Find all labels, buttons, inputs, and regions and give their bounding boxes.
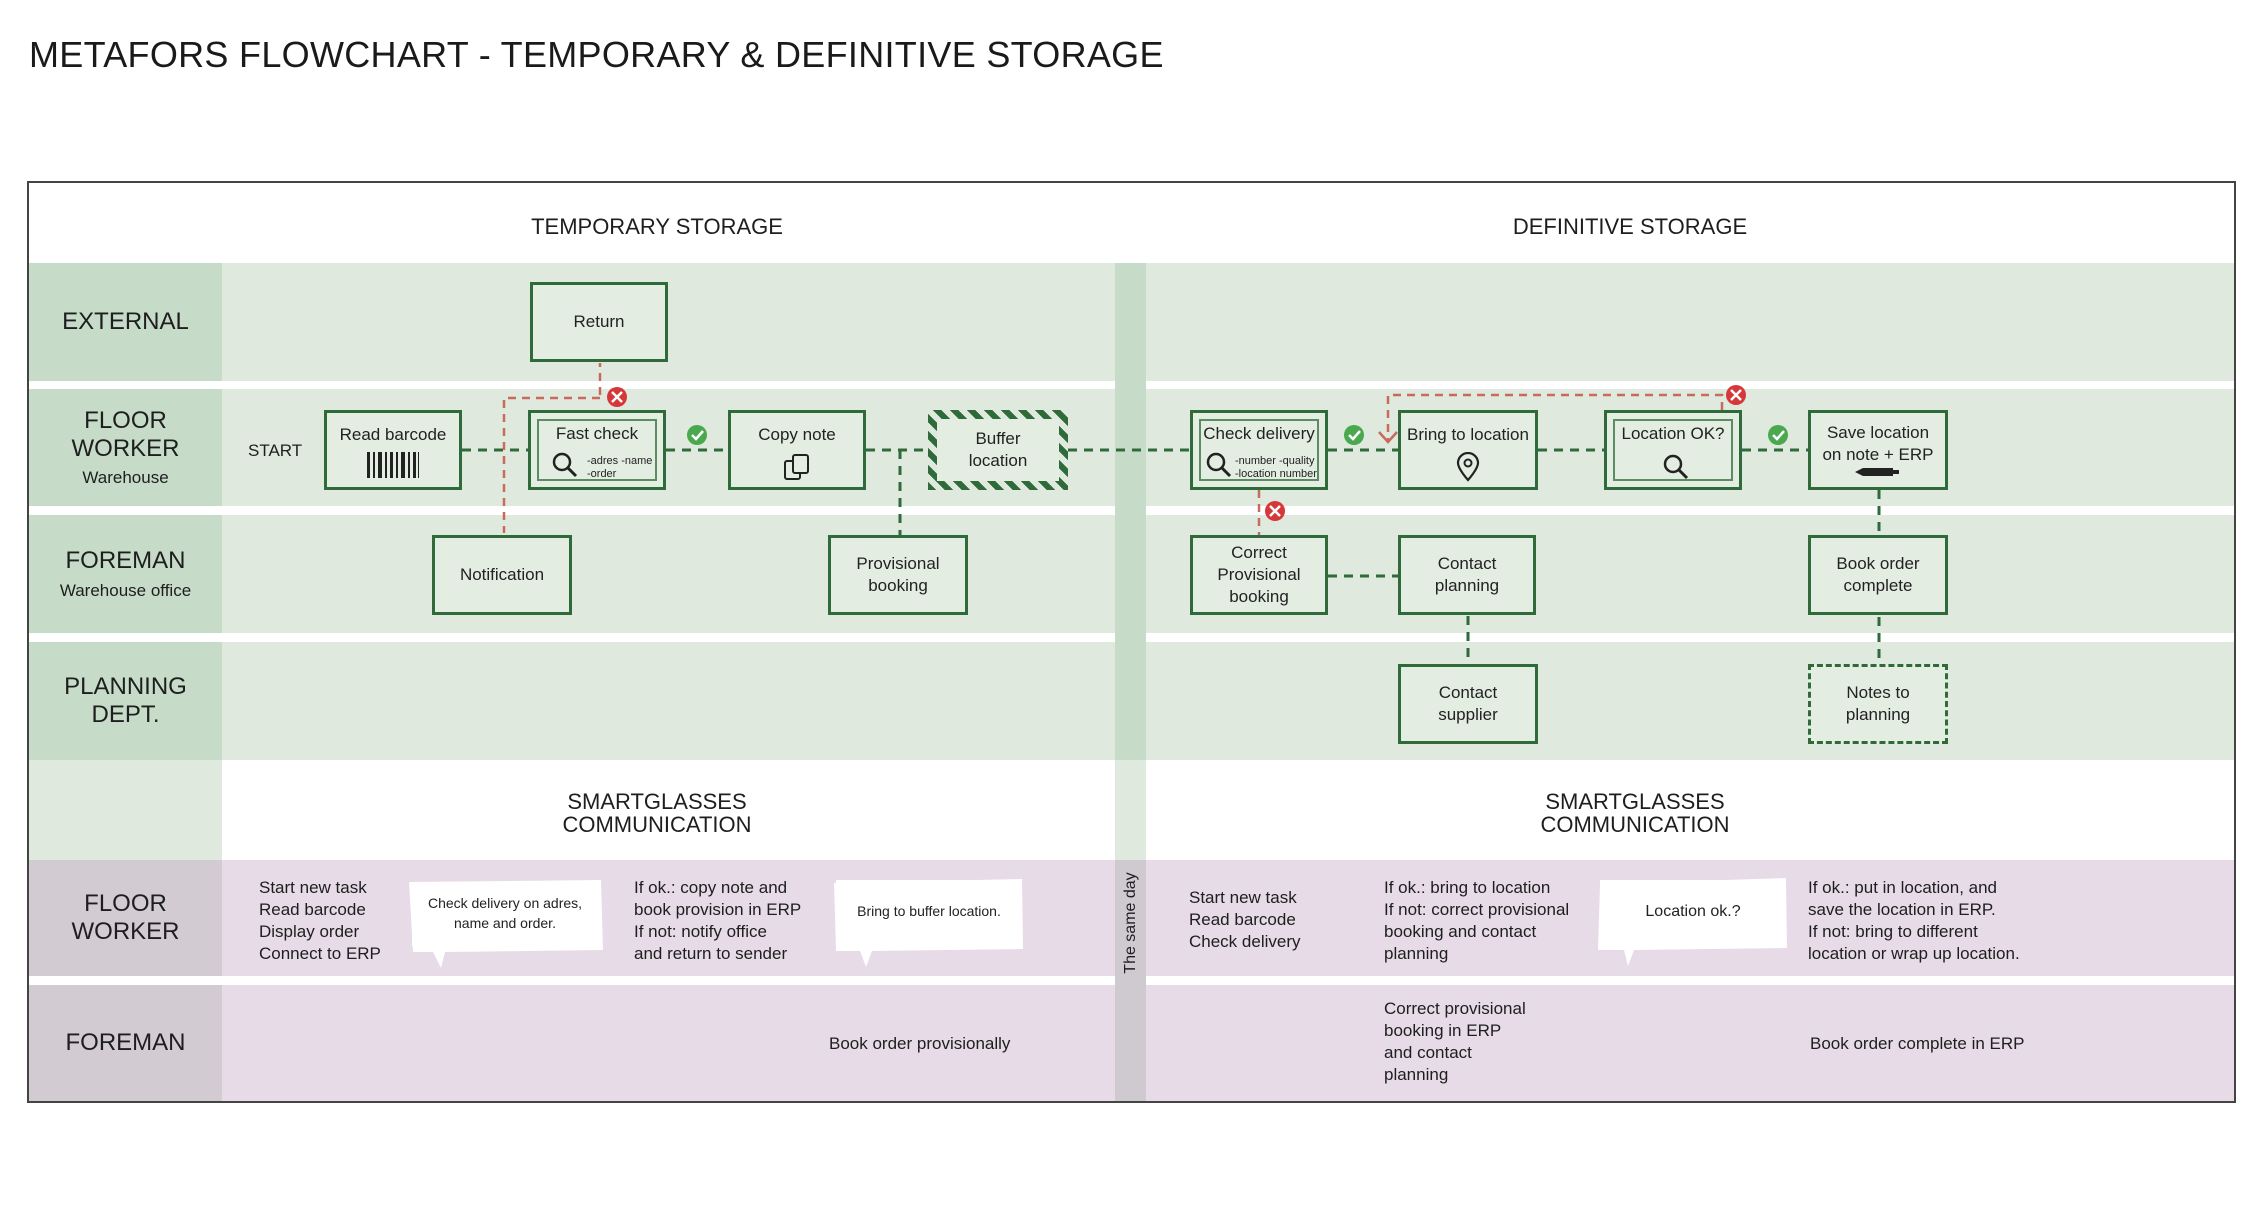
box-save-location: Save location on note + ERP (1808, 410, 1948, 490)
box-contact-planning: Contact planning (1398, 535, 1536, 615)
box-check-delivery: Check delivery -number -quality -locatio… (1190, 410, 1328, 490)
comm-fw-right-1: Start new task Read barcode Check delive… (1189, 888, 1301, 951)
comm-fw-left-1: Start new task Read barcode Display orde… (259, 878, 381, 963)
comm-fm-right-2: Book order complete in ERP (1810, 1034, 2025, 1053)
box-copy-note: Copy note (728, 410, 866, 490)
speech-bubble-3-text: Location ok.? (1600, 880, 1786, 944)
box-correct-provisional: Correct Provisional booking (1190, 535, 1328, 615)
speech-bubble-1-text: Check delivery on adres, name and order. (412, 882, 598, 946)
header-row (29, 183, 2234, 263)
box-notification: Notification (432, 535, 572, 615)
divider-column-bottom (1115, 860, 1146, 1101)
column-title-definitive: DEFINITIVE STORAGE (1512, 214, 1748, 239)
comm-title-row (222, 760, 2234, 860)
column-title-temporary: TEMPORARY STORAGE (531, 214, 783, 239)
comm-title-left: SMARTGLASSES COMMUNICATION (562, 789, 752, 837)
box-buffer-location: Buffer location (928, 410, 1068, 490)
speech-bubble-2-text: Bring to buffer location. (836, 880, 1022, 944)
comm-fw-right-3: If ok.: put in location, and save the lo… (1808, 878, 2020, 963)
box-book-order-complete: Book order complete (1808, 535, 1948, 615)
box-bring-to-location: Bring to location (1398, 410, 1538, 490)
lane-header-comm-floor-worker: FLOOR WORKER (29, 860, 222, 976)
search-icon (1663, 454, 1689, 480)
box-provisional-booking: Provisional booking (828, 535, 968, 615)
box-read-barcode: Read barcode (324, 410, 462, 490)
location-pin-icon (1456, 452, 1480, 482)
copy-icon (784, 454, 809, 481)
comm-fw-right-2: If ok.: bring to location If not: correc… (1384, 878, 1570, 963)
page-title: METAFORS FLOWCHART - TEMPORARY & DEFINIT… (29, 34, 1164, 75)
reject-fastcheck-notification (502, 396, 600, 533)
flowchart-frame (27, 181, 2236, 1103)
box-location-ok: Location OK? (1604, 410, 1742, 490)
x-circle-icon (607, 387, 627, 407)
box-fast-check: Fast check -adres -name -order (528, 410, 666, 490)
barcode-icon (367, 452, 419, 479)
box-return: Return (530, 282, 668, 362)
comm-title-header (29, 760, 222, 860)
x-circle-icon (1726, 385, 1746, 405)
box-notes-to-planning: Notes to planning (1808, 664, 1948, 744)
start-label: START (248, 441, 303, 460)
reject-arrowhead (1378, 431, 1398, 444)
lane-header-comm-foreman: FOREMAN (29, 985, 222, 1101)
pen-icon (1855, 468, 1899, 477)
search-icon (1206, 452, 1232, 478)
comm-fm-left: Book order provisionally (829, 1034, 1011, 1053)
comm-fm-right-1: Correct provisional booking in ERP and c… (1384, 999, 1526, 1084)
check-circle-icon (687, 425, 707, 445)
reject-locationok-bringto (1386, 393, 1724, 440)
search-icon (552, 452, 578, 478)
check-circle-icon (1344, 425, 1364, 445)
divider-column-top (1115, 263, 1146, 760)
divider-column-mid (1115, 760, 1146, 860)
lane-header-external: EXTERNAL (29, 263, 222, 381)
lane-header-planning: PLANNING DEPT. (29, 642, 222, 760)
check-circle-icon (1768, 425, 1788, 445)
box-contact-supplier: Contact supplier (1398, 664, 1538, 744)
comm-fw-left-2: If ok.: copy note and book provision in … (634, 878, 802, 963)
comm-title-right: SMARTGLASSES COMMUNICATION (1540, 789, 1730, 837)
x-circle-icon (1265, 501, 1285, 521)
